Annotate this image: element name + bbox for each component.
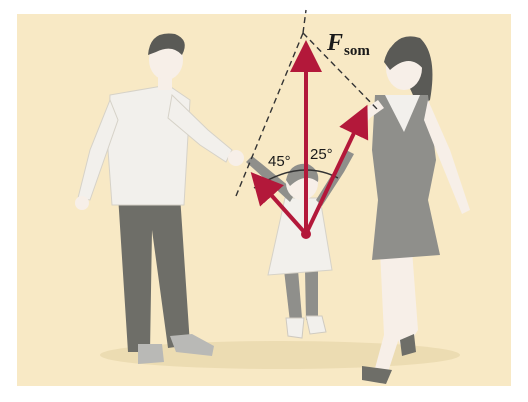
man-figure	[75, 33, 244, 364]
force-symbol: F	[327, 30, 343, 56]
dashed-line-extension	[303, 10, 306, 33]
angle-right-label: 25°	[310, 146, 333, 163]
woman-figure	[348, 36, 470, 384]
angle-left-label: 45°	[268, 153, 291, 170]
force-origin-point	[301, 229, 311, 239]
force-subscript: som	[344, 43, 370, 59]
resultant-force-label: Fsom	[327, 30, 370, 57]
